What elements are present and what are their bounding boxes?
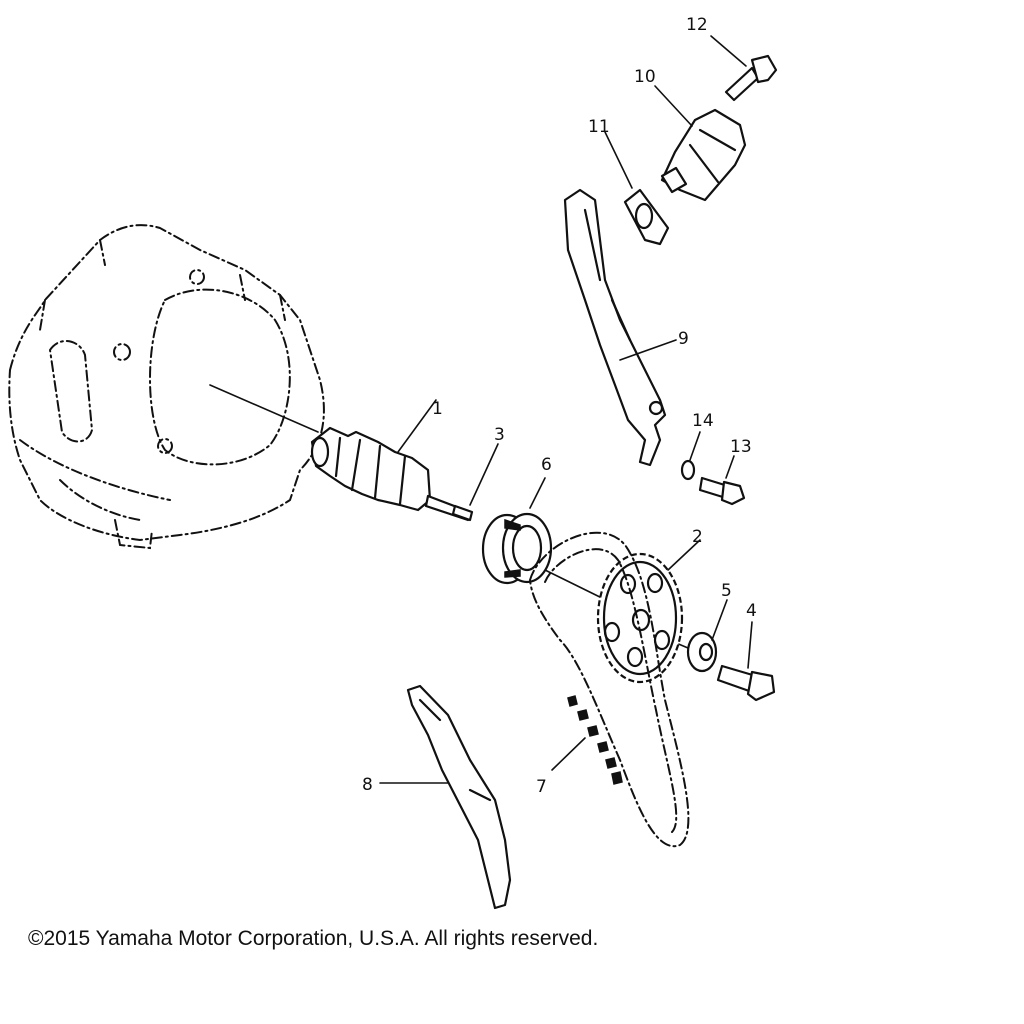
cam-chain-tensioner bbox=[660, 108, 747, 202]
leader-lines bbox=[379, 35, 753, 784]
callout-7: 7 bbox=[536, 777, 547, 797]
tensioner-gasket bbox=[623, 188, 670, 246]
callout-11: 11 bbox=[588, 117, 610, 137]
camshaft bbox=[310, 426, 472, 522]
cylinder-head-outline bbox=[8, 224, 325, 550]
small-washer bbox=[680, 459, 696, 481]
callout-8: 8 bbox=[362, 775, 373, 795]
callout-labels: 1 2 3 4 5 6 7 8 9 10 11 12 13 14 bbox=[362, 15, 757, 797]
callout-1: 1 bbox=[432, 399, 443, 419]
callout-13: 13 bbox=[730, 437, 752, 457]
callout-4: 4 bbox=[746, 601, 757, 621]
callout-12: 12 bbox=[686, 15, 708, 35]
guide-bolt bbox=[698, 476, 746, 506]
callout-9: 9 bbox=[678, 329, 689, 349]
cam-chain bbox=[528, 531, 690, 848]
callout-10: 10 bbox=[634, 67, 656, 87]
dowel-pin bbox=[451, 504, 474, 522]
copyright-notice: ©2015 Yamaha Motor Corporation, U.S.A. A… bbox=[28, 927, 599, 950]
callout-3: 3 bbox=[494, 425, 505, 445]
callout-5: 5 bbox=[721, 581, 732, 601]
callout-14: 14 bbox=[692, 411, 714, 431]
cam-sprocket bbox=[596, 552, 684, 684]
washer bbox=[686, 631, 718, 673]
tensioner-bolt bbox=[724, 54, 778, 102]
tensioner-guide bbox=[563, 188, 667, 467]
camshaft-bearing bbox=[481, 512, 553, 585]
callout-6: 6 bbox=[541, 455, 552, 475]
chain-guide bbox=[406, 684, 512, 910]
sprocket-bolt bbox=[716, 664, 776, 702]
callout-2: 2 bbox=[692, 527, 703, 547]
